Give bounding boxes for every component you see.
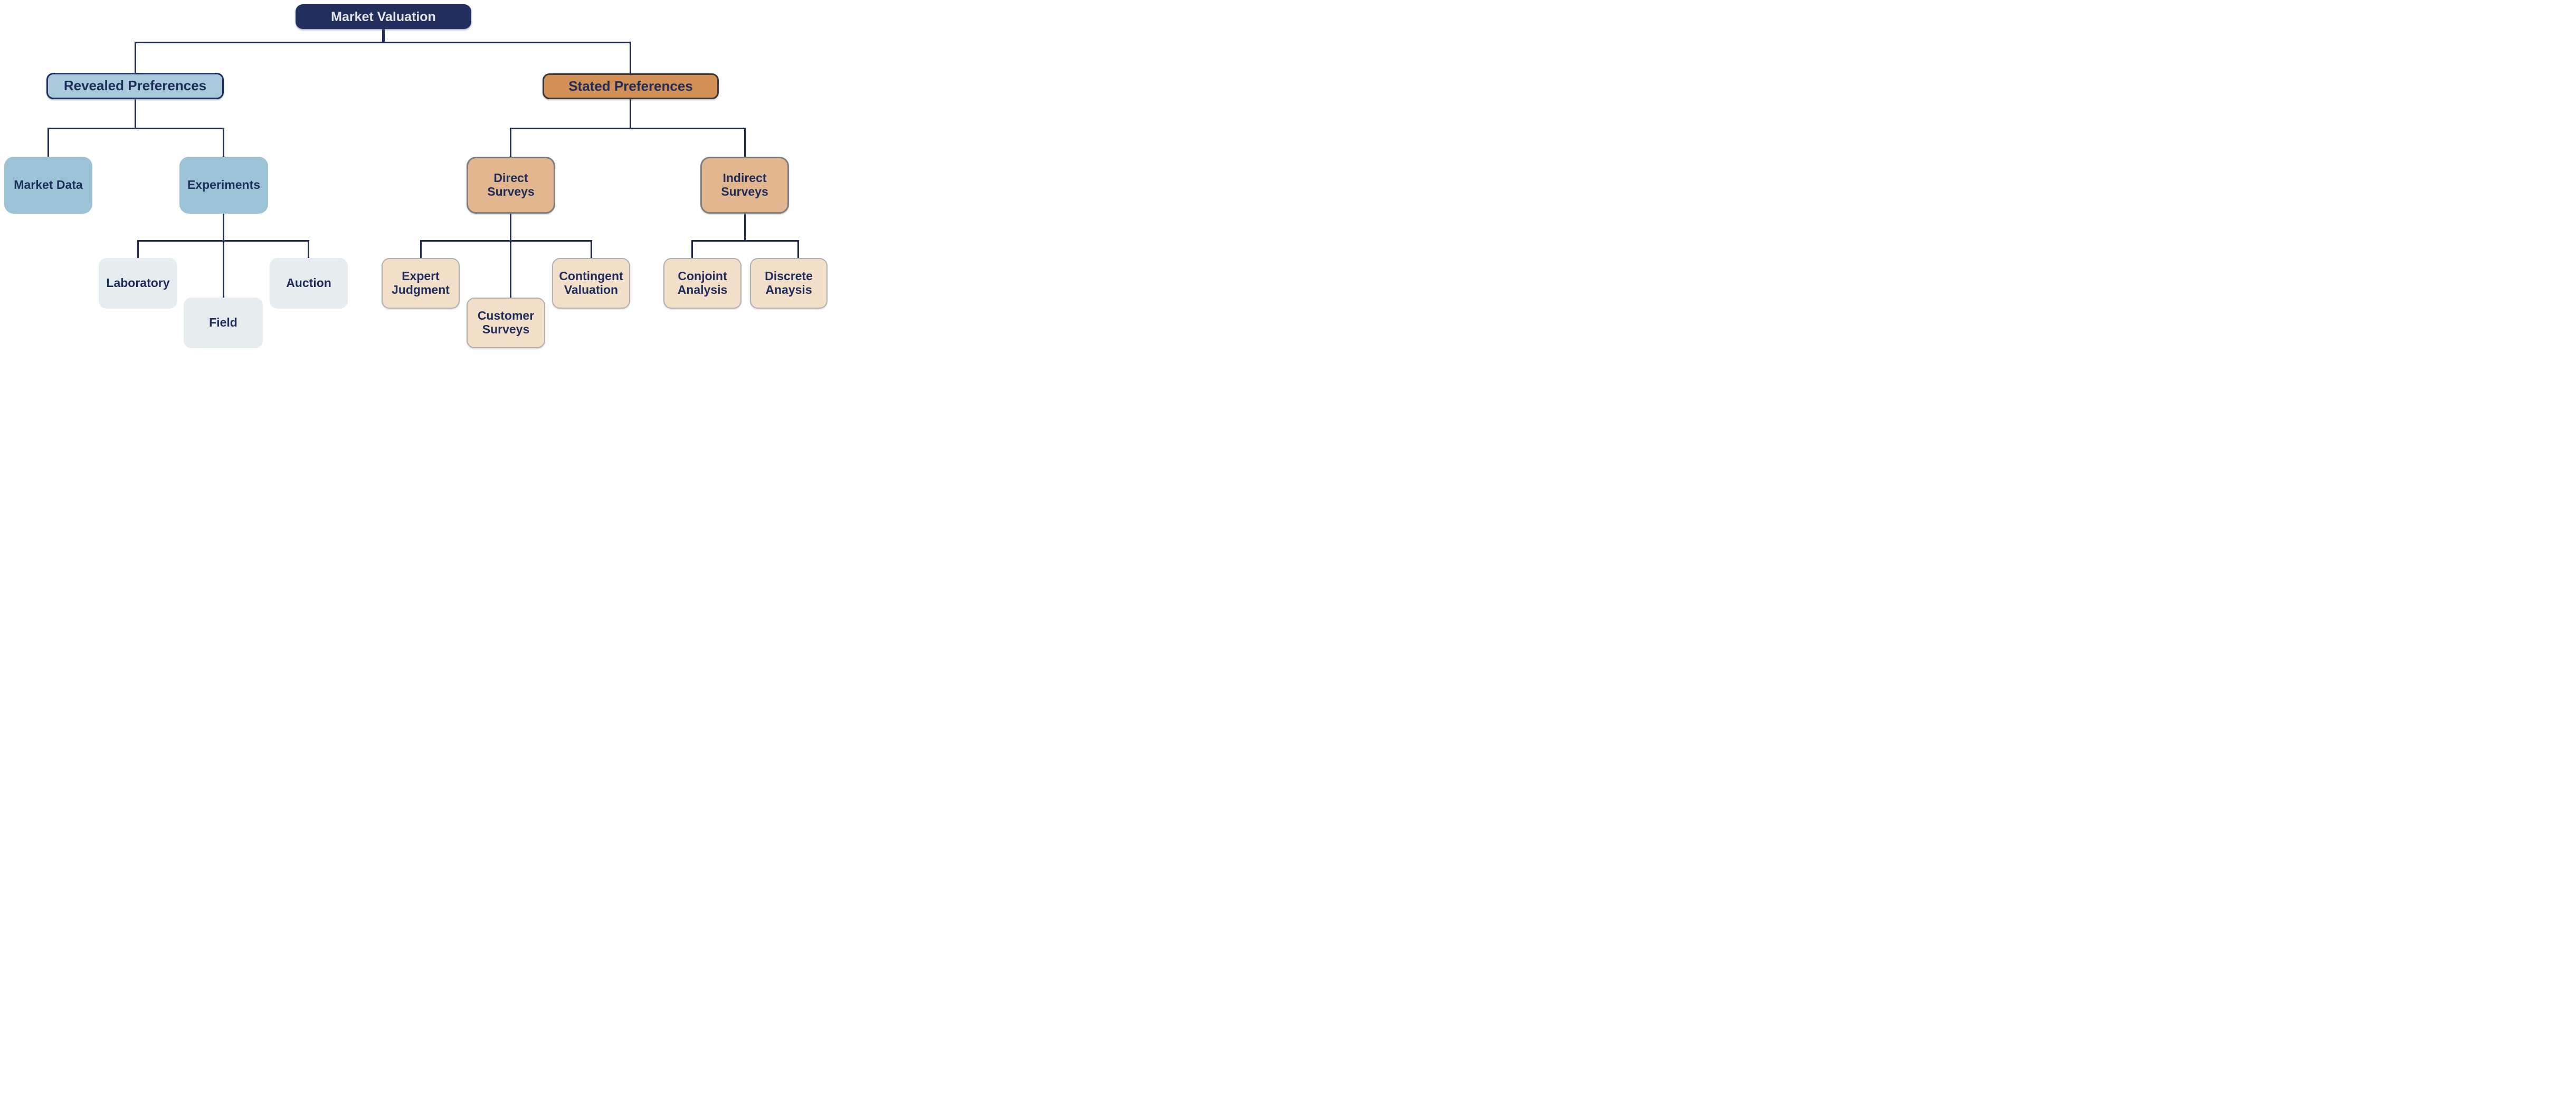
node-direct-surveys-label: Direct Surveys <box>487 171 535 198</box>
node-field-label: Field <box>209 316 237 330</box>
node-contingent-valuation: Contingent Valuation <box>552 258 630 309</box>
connector-to-stated <box>630 42 631 73</box>
connector-to-revealed <box>135 42 136 73</box>
node-market-valuation: Market Valuation <box>296 4 471 29</box>
market-valuation-tree-diagram: Market Valuation Revealed Preferences St… <box>0 0 828 353</box>
node-experiments-label: Experiments <box>187 178 261 192</box>
connector-to-auction <box>308 240 309 258</box>
connector-stated-rail <box>510 128 746 129</box>
node-expert-judgment-label: Expert Judgment <box>392 269 450 297</box>
node-market-valuation-label: Market Valuation <box>331 9 436 24</box>
node-customer-surveys-label: Customer Surveys <box>477 309 535 336</box>
node-field: Field <box>184 298 263 348</box>
node-revealed-preferences: Revealed Preferences <box>46 73 224 99</box>
node-market-data-label: Market Data <box>14 178 83 192</box>
connector-direct-rail <box>420 240 592 242</box>
connector-experiments-rail <box>137 240 309 242</box>
node-indirect-surveys: Indirect Surveys <box>700 157 789 214</box>
node-conjoint-analysis-label: Conjoint Analysis <box>677 269 728 297</box>
connector-revealed-stem <box>135 99 136 129</box>
connector-to-direct-surveys <box>510 128 511 157</box>
node-laboratory: Laboratory <box>99 258 177 309</box>
connector-to-discrete-anaysis <box>797 240 799 258</box>
connector-direct-stem <box>510 214 511 298</box>
node-direct-surveys: Direct Surveys <box>467 157 555 214</box>
connector-to-laboratory <box>137 240 139 258</box>
connector-indirect-rail <box>691 240 799 242</box>
connector-to-market-data <box>47 128 49 157</box>
connector-revealed-rail <box>47 128 224 129</box>
connector-to-contingent-valuation <box>591 240 592 258</box>
node-laboratory-label: Laboratory <box>106 276 170 290</box>
connector-root-rail <box>135 42 631 43</box>
node-market-data: Market Data <box>4 157 92 214</box>
connector-to-expert-judgment <box>420 240 422 258</box>
node-experiments: Experiments <box>179 157 268 214</box>
connector-experiments-stem <box>223 214 224 298</box>
node-contingent-valuation-label: Contingent Valuation <box>559 269 623 297</box>
node-stated-preferences-label: Stated Preferences <box>568 78 693 94</box>
node-discrete-anaysis: Discrete Anaysis <box>750 258 828 309</box>
connector-root-stem <box>382 29 385 43</box>
node-conjoint-analysis: Conjoint Analysis <box>663 258 742 309</box>
connector-stated-stem <box>630 99 631 129</box>
node-stated-preferences: Stated Preferences <box>543 73 719 99</box>
node-discrete-anaysis-label: Discrete Anaysis <box>765 269 813 297</box>
connector-to-indirect-surveys <box>744 128 746 157</box>
node-auction-label: Auction <box>286 276 331 290</box>
connector-to-conjoint-analysis <box>691 240 693 258</box>
node-customer-surveys: Customer Surveys <box>467 298 545 348</box>
node-expert-judgment: Expert Judgment <box>382 258 460 309</box>
node-revealed-preferences-label: Revealed Preferences <box>63 78 207 94</box>
connector-to-experiments <box>223 128 224 157</box>
node-auction: Auction <box>270 258 348 309</box>
connector-indirect-stem <box>744 214 746 241</box>
node-indirect-surveys-label: Indirect Surveys <box>721 171 768 198</box>
